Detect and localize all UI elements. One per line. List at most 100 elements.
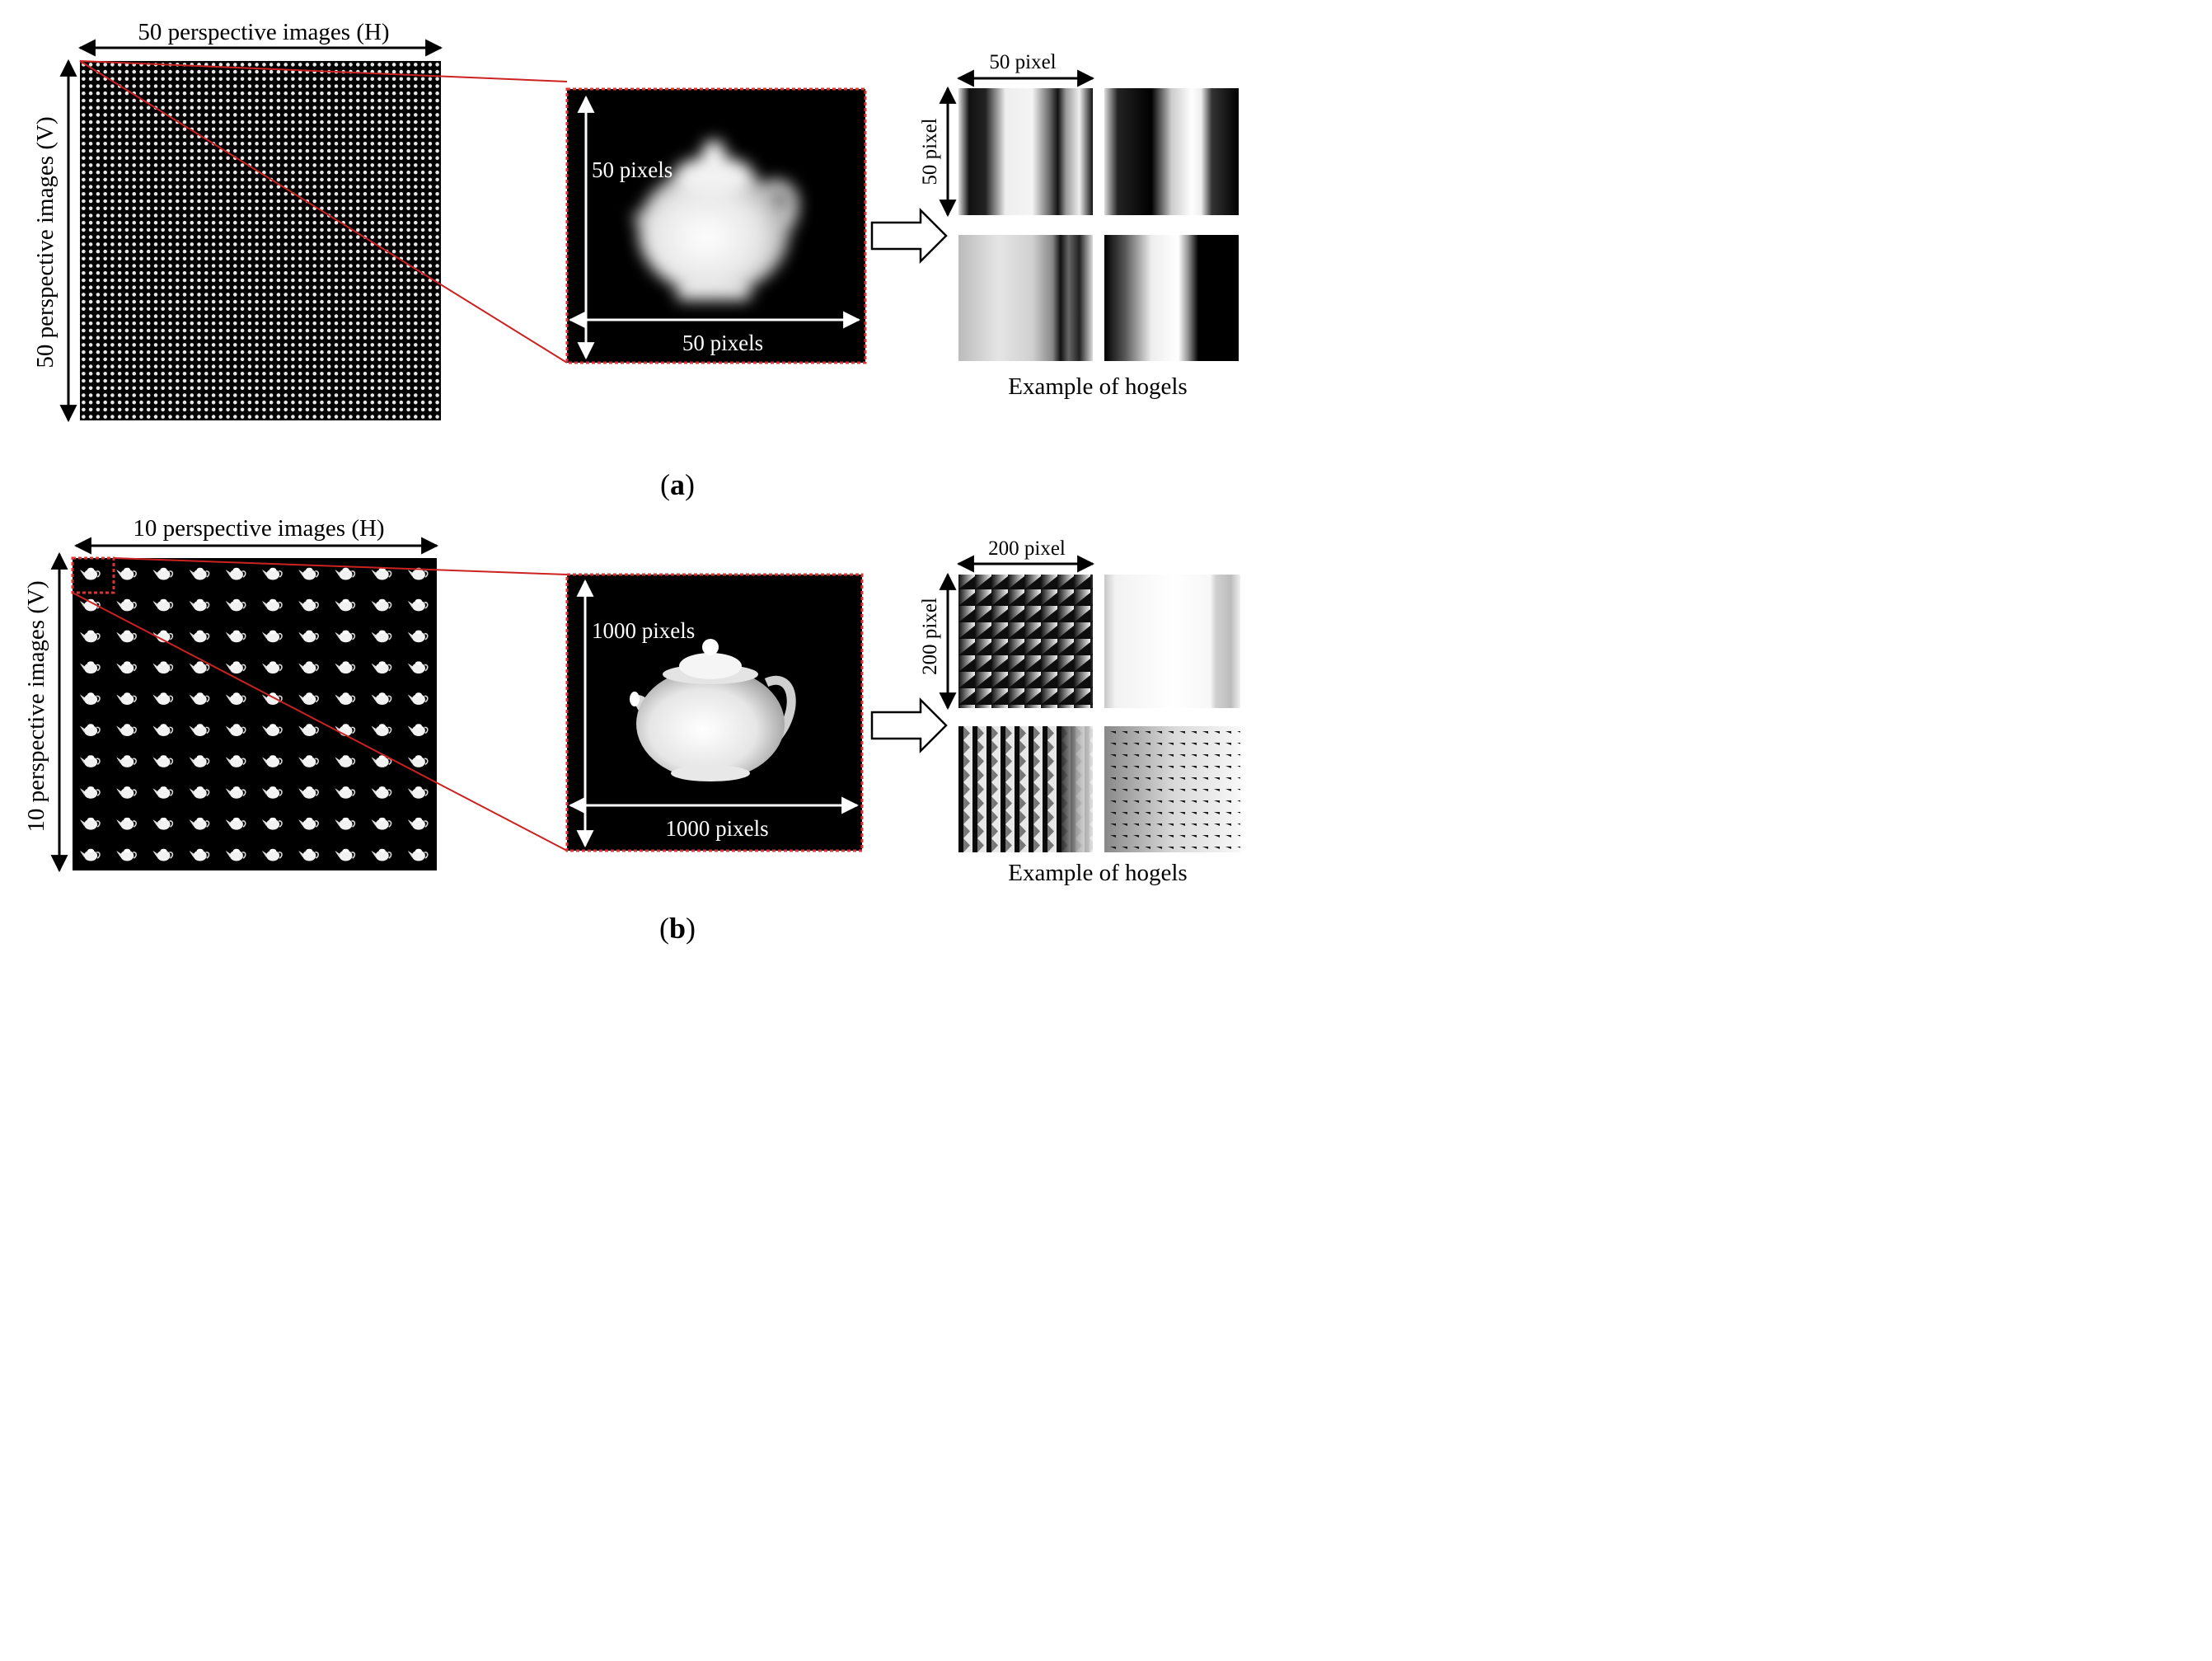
- perspective-thumbnail: [363, 364, 368, 368]
- perspective-thumbnail: [168, 393, 172, 397]
- panel-a-hogel-1: [958, 88, 1093, 215]
- perspective-thumbnail: [233, 393, 237, 397]
- perspective-thumbnail: [226, 299, 230, 304]
- perspective-thumbnail: [117, 77, 122, 82]
- perspective-thumbnail: [407, 598, 429, 612]
- perspective-thumbnail: [103, 293, 107, 297]
- perspective-thumbnail: [88, 177, 93, 182]
- perspective-thumbnail: [247, 106, 252, 110]
- perspective-thumbnail: [428, 372, 433, 376]
- perspective-thumbnail: [385, 120, 389, 124]
- perspective-thumbnail: [334, 199, 339, 204]
- perspective-thumbnail: [80, 848, 101, 861]
- perspective-thumbnail: [153, 307, 158, 312]
- perspective-thumbnail: [406, 113, 410, 117]
- perspective-thumbnail: [124, 91, 129, 96]
- perspective-thumbnail: [334, 163, 339, 167]
- perspective-thumbnail: [255, 113, 259, 117]
- perspective-thumbnail: [414, 321, 418, 326]
- perspective-thumbnail: [428, 134, 433, 138]
- perspective-thumbnail: [226, 270, 230, 275]
- perspective-thumbnail: [262, 293, 266, 297]
- perspective-thumbnail: [153, 386, 158, 391]
- perspective-thumbnail: [356, 192, 360, 196]
- panel-a-grid-v-label: 50 perspective images (V): [32, 116, 59, 368]
- perspective-thumbnail: [305, 192, 310, 196]
- perspective-thumbnail: [190, 321, 194, 326]
- perspective-thumbnail: [255, 84, 259, 88]
- perspective-thumbnail: [320, 220, 324, 225]
- perspective-thumbnail: [428, 264, 433, 268]
- perspective-thumbnail: [349, 343, 353, 347]
- perspective-thumbnail: [197, 84, 201, 88]
- perspective-thumbnail: [168, 91, 172, 96]
- perspective-thumbnail: [161, 235, 165, 239]
- perspective-thumbnail: [291, 206, 295, 211]
- perspective-thumbnail: [240, 343, 245, 347]
- perspective-thumbnail: [146, 84, 151, 88]
- perspective-thumbnail: [262, 113, 266, 117]
- perspective-thumbnail: [414, 285, 418, 290]
- perspective-thumbnail: [334, 393, 339, 397]
- perspective-thumbnail: [225, 692, 246, 705]
- perspective-thumbnail: [399, 199, 404, 204]
- perspective-thumbnail: [117, 163, 122, 167]
- perspective-thumbnail: [139, 192, 143, 196]
- perspective-thumbnail: [284, 321, 288, 326]
- perspective-thumbnail: [124, 177, 129, 182]
- perspective-thumbnail: [298, 249, 302, 254]
- perspective-thumbnail: [377, 321, 382, 326]
- perspective-thumbnail: [326, 206, 331, 211]
- perspective-thumbnail: [312, 343, 317, 347]
- perspective-thumbnail: [132, 321, 136, 326]
- perspective-thumbnail: [349, 213, 353, 218]
- perspective-thumbnail: [146, 278, 151, 283]
- perspective-thumbnail: [356, 177, 360, 182]
- perspective-thumbnail: [255, 378, 259, 383]
- perspective-thumbnail: [218, 393, 223, 397]
- perspective-thumbnail: [276, 185, 281, 189]
- perspective-thumbnail: [341, 407, 346, 412]
- perspective-thumbnail: [168, 264, 172, 268]
- perspective-thumbnail: [435, 69, 439, 74]
- perspective-thumbnail: [428, 206, 433, 211]
- perspective-thumbnail: [341, 113, 346, 117]
- perspective-thumbnail: [399, 206, 404, 211]
- perspective-thumbnail: [356, 400, 360, 405]
- perspective-thumbnail: [262, 249, 266, 254]
- perspective-thumbnail: [153, 393, 158, 397]
- perspective-thumbnail: [247, 307, 252, 312]
- perspective-thumbnail: [341, 393, 346, 397]
- perspective-thumbnail: [190, 120, 194, 124]
- perspective-thumbnail: [132, 372, 136, 376]
- perspective-thumbnail: [110, 343, 115, 347]
- perspective-thumbnail: [233, 228, 237, 232]
- perspective-thumbnail: [240, 407, 245, 412]
- perspective-thumbnail: [305, 98, 310, 103]
- perspective-thumbnail: [247, 335, 252, 340]
- perspective-thumbnail: [305, 106, 310, 110]
- perspective-thumbnail: [226, 120, 230, 124]
- perspective-thumbnail: [190, 249, 194, 254]
- perspective-thumbnail: [88, 199, 93, 204]
- perspective-thumbnail: [124, 84, 129, 88]
- perspective-thumbnail: [363, 386, 368, 391]
- perspective-thumbnail: [363, 120, 368, 124]
- perspective-thumbnail: [110, 235, 115, 239]
- perspective-thumbnail: [146, 170, 151, 175]
- perspective-thumbnail: [132, 357, 136, 362]
- perspective-thumbnail: [356, 378, 360, 383]
- perspective-thumbnail: [110, 314, 115, 318]
- perspective-thumbnail: [341, 321, 346, 326]
- perspective-thumbnail: [182, 220, 187, 225]
- perspective-thumbnail: [117, 199, 122, 204]
- perspective-thumbnail: [269, 170, 274, 175]
- perspective-thumbnail: [399, 335, 404, 340]
- perspective-thumbnail: [377, 364, 382, 368]
- perspective-thumbnail: [320, 77, 324, 82]
- perspective-thumbnail: [124, 378, 129, 383]
- perspective-thumbnail: [406, 206, 410, 211]
- perspective-thumbnail: [103, 69, 107, 74]
- perspective-thumbnail: [255, 206, 259, 211]
- perspective-thumbnail: [139, 220, 143, 225]
